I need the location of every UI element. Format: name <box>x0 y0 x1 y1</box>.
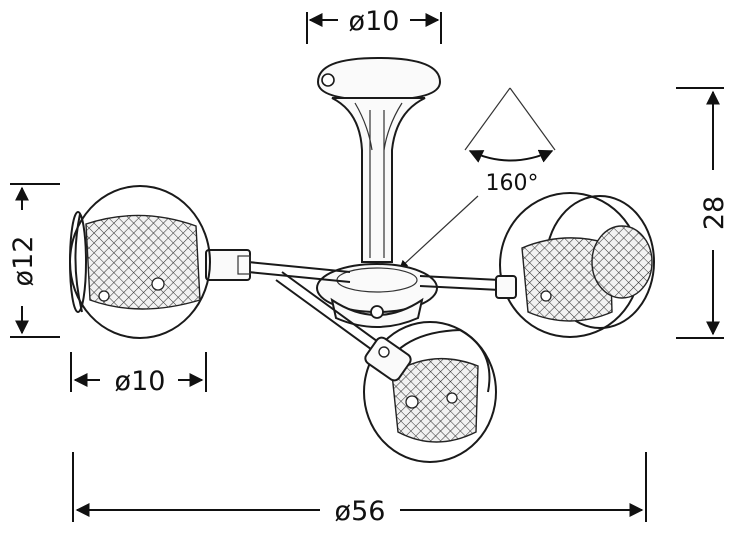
shade-height-label: ø12 <box>8 236 39 287</box>
shade-height-dimension: ø12 <box>8 183 60 338</box>
height-dimension: 28 <box>676 87 730 339</box>
shade-bottom <box>363 321 497 463</box>
overall-width-dimension: ø56 <box>72 452 647 527</box>
canopy-width-dimension: ø10 <box>306 6 442 44</box>
shade-right <box>495 192 655 338</box>
height-label: 28 <box>699 196 730 230</box>
overall-width-label: ø56 <box>335 496 386 527</box>
shade-width-label: ø10 <box>115 366 166 397</box>
rotation-angle-indicator: 160° <box>399 87 556 269</box>
angle-label: 160° <box>486 171 539 196</box>
shade-width-dimension: ø10 <box>70 352 207 397</box>
ceiling-canopy <box>316 56 442 263</box>
lamp-arms <box>247 261 501 361</box>
shade-left <box>69 185 251 339</box>
canopy-width-label: ø10 <box>349 6 400 37</box>
center-hub <box>316 263 438 328</box>
